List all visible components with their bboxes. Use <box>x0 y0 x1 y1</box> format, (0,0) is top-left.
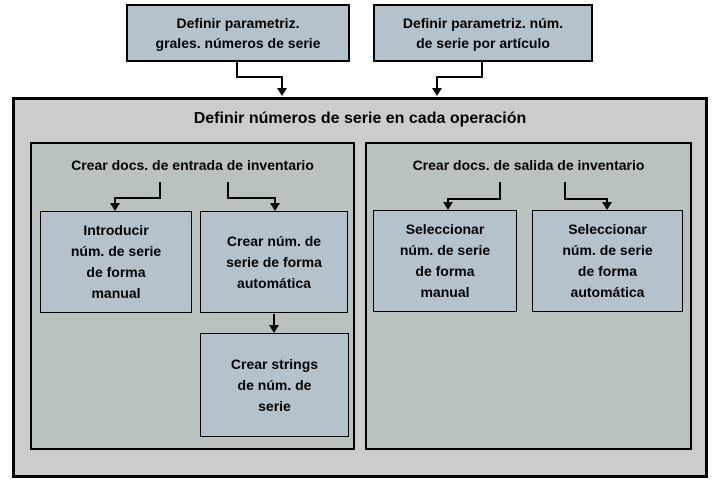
node-crear-num-serie-automatica: Crear núm. de serie de forma automática <box>200 211 348 313</box>
connector-grales-arrowhead-icon <box>277 88 287 96</box>
node-seleccionar-num-serie-automatica: Seleccionar núm. de serie de forma autom… <box>532 210 683 312</box>
node-seleccionar-num-serie-manual: Seleccionar núm. de serie de forma manua… <box>373 210 517 312</box>
node-introducir-num-serie-manual: Introducir núm. de serie de forma manual <box>40 211 192 313</box>
connector-articulo-arrowhead-icon <box>432 88 442 96</box>
node-crear-strings-num-serie: Crear strings de núm. de serie <box>200 333 349 437</box>
panel-entrada-heading: Crear docs. de entrada de inventario <box>71 157 314 173</box>
group-title: Definir números de serie en cada operaci… <box>193 110 527 127</box>
node-definir-parametriz-num-articulo: Definir parametriz. núm. de serie por ar… <box>373 4 593 62</box>
connector-articulo-to-group-line <box>436 62 483 89</box>
panel-salida-heading: Crear docs. de salida de inventario <box>412 157 645 173</box>
connector-grales-to-group-line <box>236 62 283 89</box>
node-definir-parametriz-grales: Definir parametriz. grales. números de s… <box>126 4 350 62</box>
